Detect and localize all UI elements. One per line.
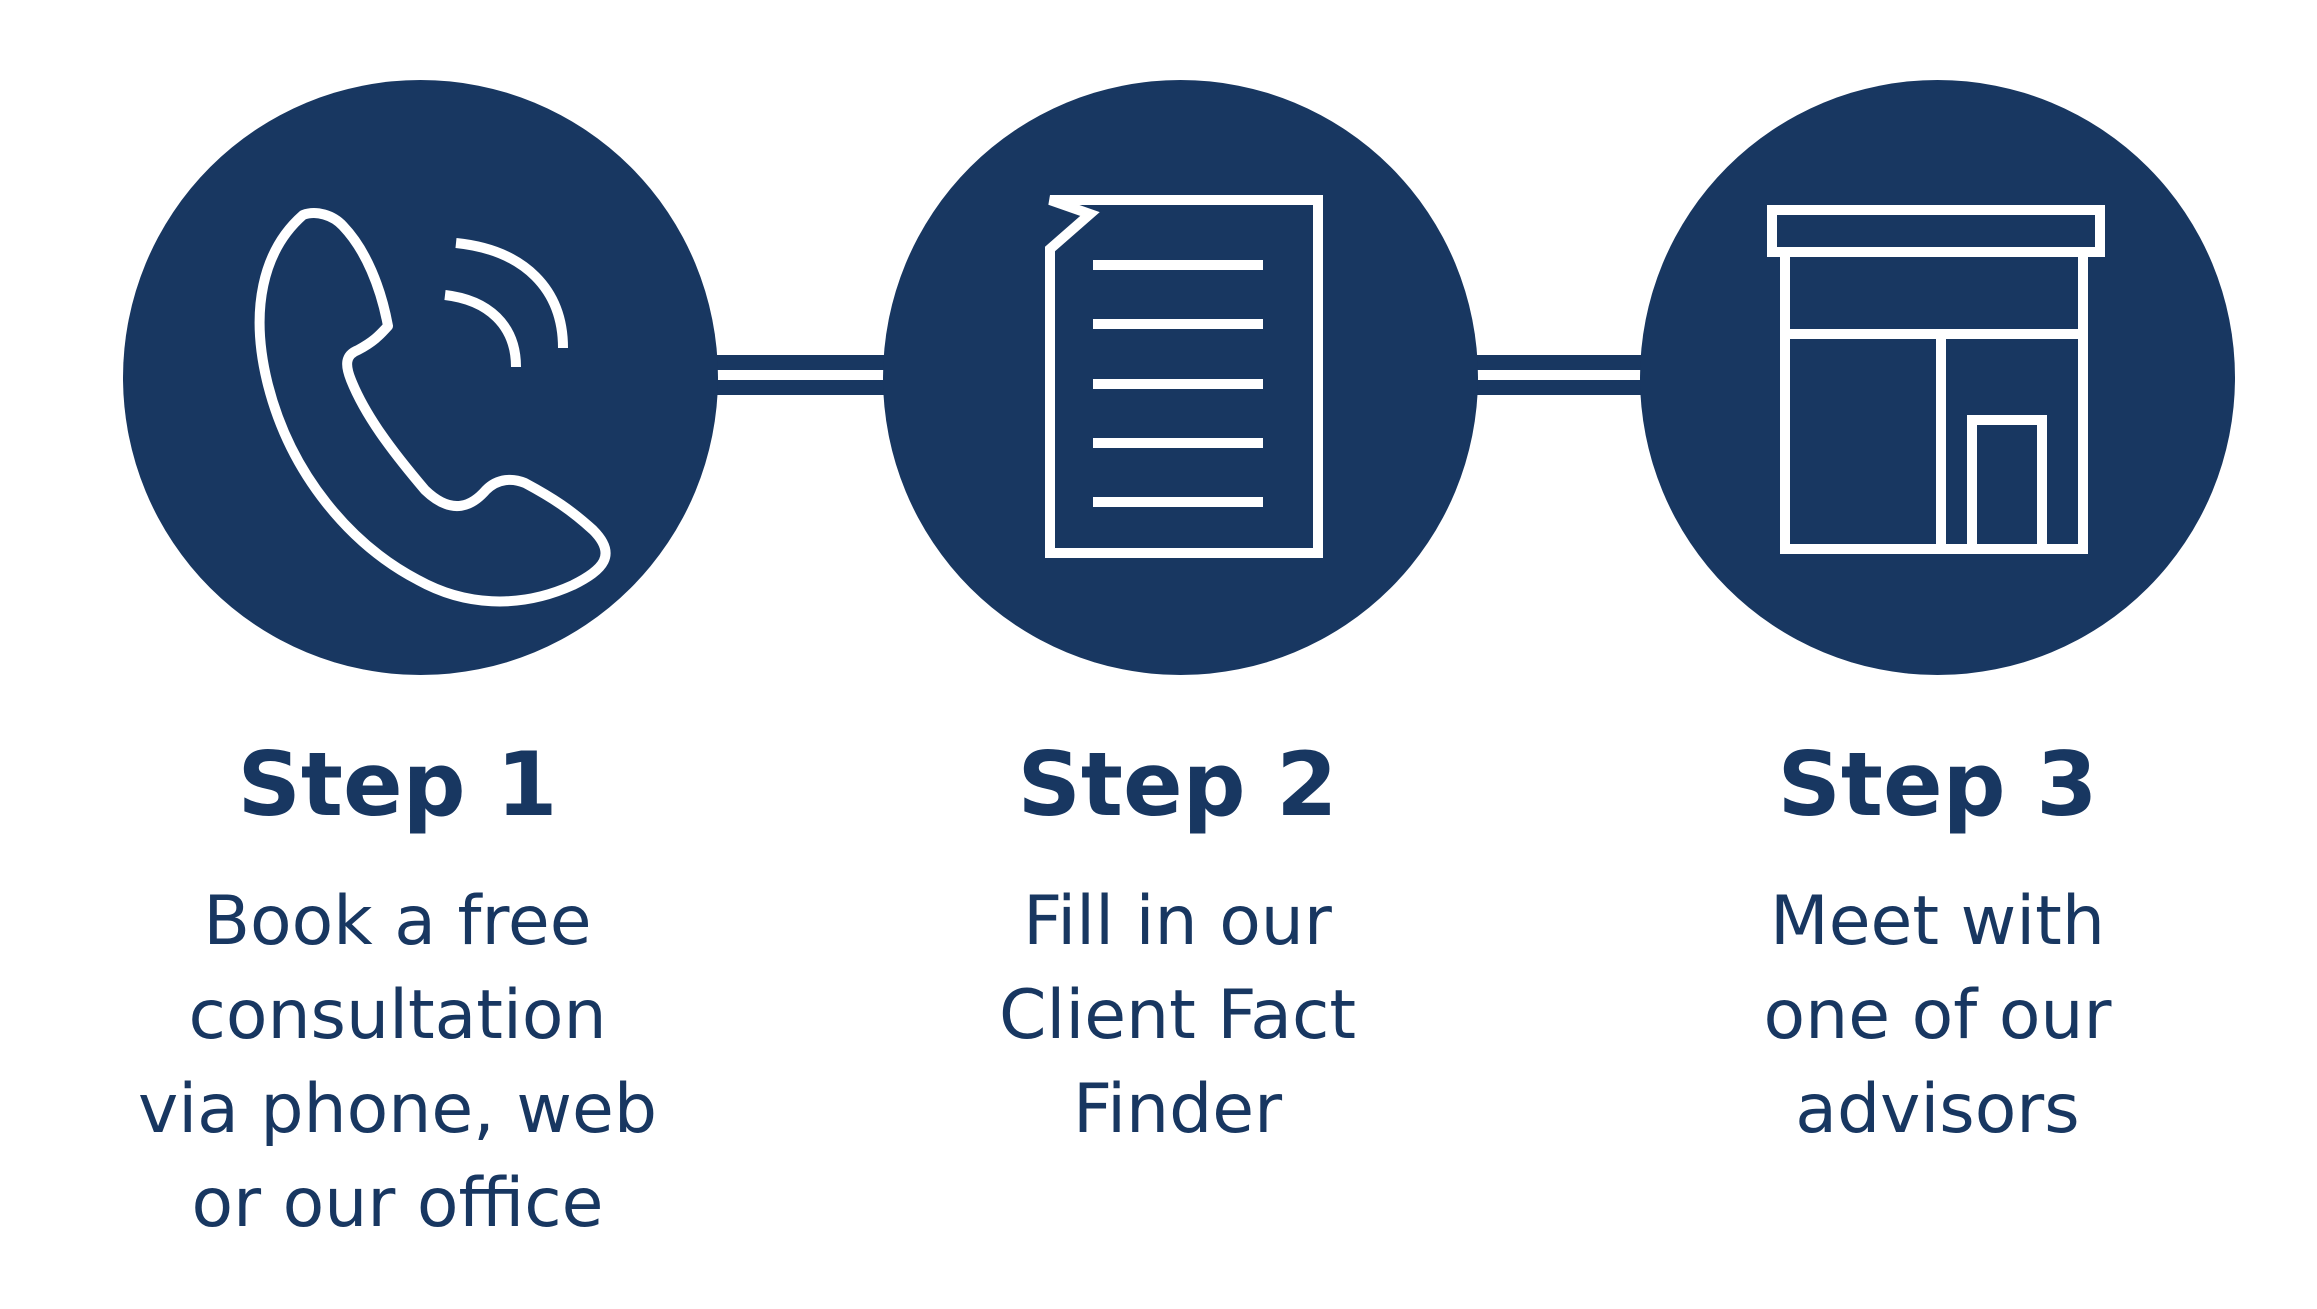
- step-2-description: Fill in our Client Fact Finder: [880, 875, 1475, 1157]
- step-3-line-2: one of our: [1763, 976, 2112, 1055]
- document-icon: [1045, 195, 1323, 558]
- step-1-circle: [123, 80, 718, 675]
- connector-step2-step3: [1460, 355, 1660, 395]
- step-3-line-3: advisors: [1795, 1070, 2080, 1149]
- step-2-circle: [883, 80, 1478, 675]
- step-1-line-3: via phone, web: [137, 1070, 658, 1149]
- step-3-title: Step 3: [1777, 733, 2098, 836]
- connector-stripe: [1460, 370, 1660, 380]
- step-2-line-2: Client Fact: [998, 976, 1357, 1055]
- office-building-icon: [1767, 205, 2105, 554]
- step-1-title: Step 1: [237, 733, 558, 836]
- step-3-line-1: Meet with: [1770, 882, 2105, 961]
- connector-stripe: [700, 370, 900, 380]
- step-1-line-4: or our office: [191, 1164, 604, 1243]
- step-1-line-1: Book a free: [203, 882, 592, 961]
- step-3-description: Meet with one of our advisors: [1640, 875, 2235, 1157]
- step-3-circle: [1640, 80, 2235, 675]
- step-2-line-3: Finder: [1072, 1070, 1283, 1149]
- phone-icon: [254, 208, 611, 607]
- connector-step1-step2: [700, 355, 900, 395]
- step-1-description: Book a free consultation via phone, web …: [100, 875, 695, 1251]
- step-2-title: Step 2: [1017, 733, 1338, 836]
- step-1-line-2: consultation: [188, 976, 607, 1055]
- step-2-line-1: Fill in our: [1023, 882, 1332, 961]
